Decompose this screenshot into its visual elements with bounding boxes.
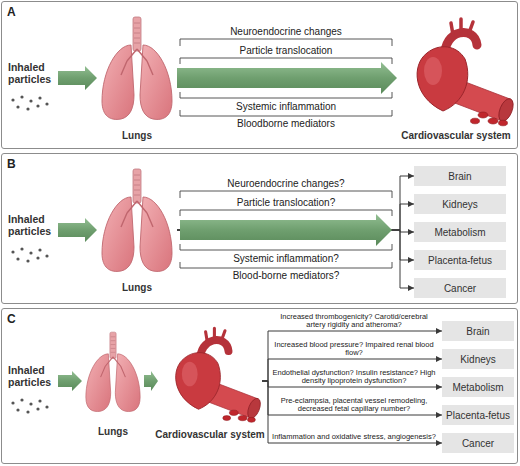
lungs-illustration: Lungs	[82, 324, 144, 438]
organ-box: Metabolism	[414, 222, 506, 242]
pathway-label: Particle translocation	[240, 45, 333, 57]
organ-box: Brain	[442, 321, 514, 341]
pathway-label: Systemic inflammation	[236, 101, 336, 113]
pathway-label: Bloodborne mediators	[237, 118, 335, 130]
cardiovascular-illustration: Cardiovascular system	[397, 14, 515, 142]
organ-label: Cancer	[444, 283, 476, 294]
organ-box: Placenta-fetus	[442, 405, 514, 425]
particles-node: Inhaled particles	[8, 364, 58, 398]
lungs-drawing	[97, 14, 177, 128]
organ-box: Kidneys	[442, 349, 514, 369]
edge-label: Increased blood pressure? Impaired renal…	[270, 341, 438, 358]
node-text: Inhaled particles	[8, 213, 58, 237]
particles-node: Inhaled particles	[8, 213, 58, 247]
pathway-label: Systemic inflammation?	[233, 253, 339, 265]
node-text: Lungs	[122, 282, 152, 293]
panel-letter: B	[7, 157, 16, 171]
lungs-illustration: Lungs	[97, 14, 177, 142]
heart-drawing	[397, 14, 515, 128]
node-text: Inhaled particles	[8, 61, 58, 85]
node-text: Cardiovascular system	[155, 429, 265, 440]
organ-label: Metabolism	[434, 227, 485, 238]
organ-box: Brain	[414, 166, 506, 186]
organ-label: Placenta-fetus	[446, 410, 510, 421]
pathway-label: Neuroendocrine changes?	[227, 178, 344, 190]
pathway-label: Blood-borne mediators?	[233, 270, 340, 282]
cardiovascular-illustration: Cardiovascular system	[158, 321, 262, 441]
particles-node: Inhaled particles	[8, 61, 58, 95]
node-text: Inhaled particles	[8, 364, 58, 388]
edge-label: Pre-eclampsia, placental vessel remodeli…	[270, 397, 438, 414]
organ-box: Placenta-fetus	[414, 250, 506, 270]
lungs-drawing	[97, 166, 177, 280]
pathway-label: Particle translocation?	[237, 197, 335, 209]
organ-label: Kidneys	[460, 354, 496, 365]
organ-label: Cancer	[462, 438, 494, 449]
organ-label: Brain	[466, 326, 489, 337]
node-text: Lungs	[98, 426, 128, 437]
edge-label: Endothelial dysfunction? Insulin resista…	[270, 369, 438, 386]
heart-drawing	[158, 321, 262, 427]
node-text: Cardiovascular system	[401, 130, 511, 141]
panel-letter: A	[7, 5, 16, 19]
edge-label: Increased thrombogenicity? Carotid/cereb…	[270, 313, 438, 330]
node-text: Lungs	[122, 130, 152, 141]
organ-box: Cancer	[414, 278, 506, 298]
lungs-drawing	[82, 324, 144, 424]
organ-box: Cancer	[442, 433, 514, 453]
organ-label: Placenta-fetus	[428, 255, 492, 266]
edge-label: Inflammation and oxidative stress, angio…	[270, 433, 438, 442]
organ-label: Kidneys	[442, 199, 478, 210]
panel-letter: C	[7, 312, 16, 326]
pathway-label: Neuroendocrine changes	[230, 26, 342, 38]
organ-label: Metabolism	[452, 382, 503, 393]
organ-box: Metabolism	[442, 377, 514, 397]
organ-box: Kidneys	[414, 194, 506, 214]
lungs-illustration: Lungs	[97, 166, 177, 294]
organ-label: Brain	[448, 171, 471, 182]
